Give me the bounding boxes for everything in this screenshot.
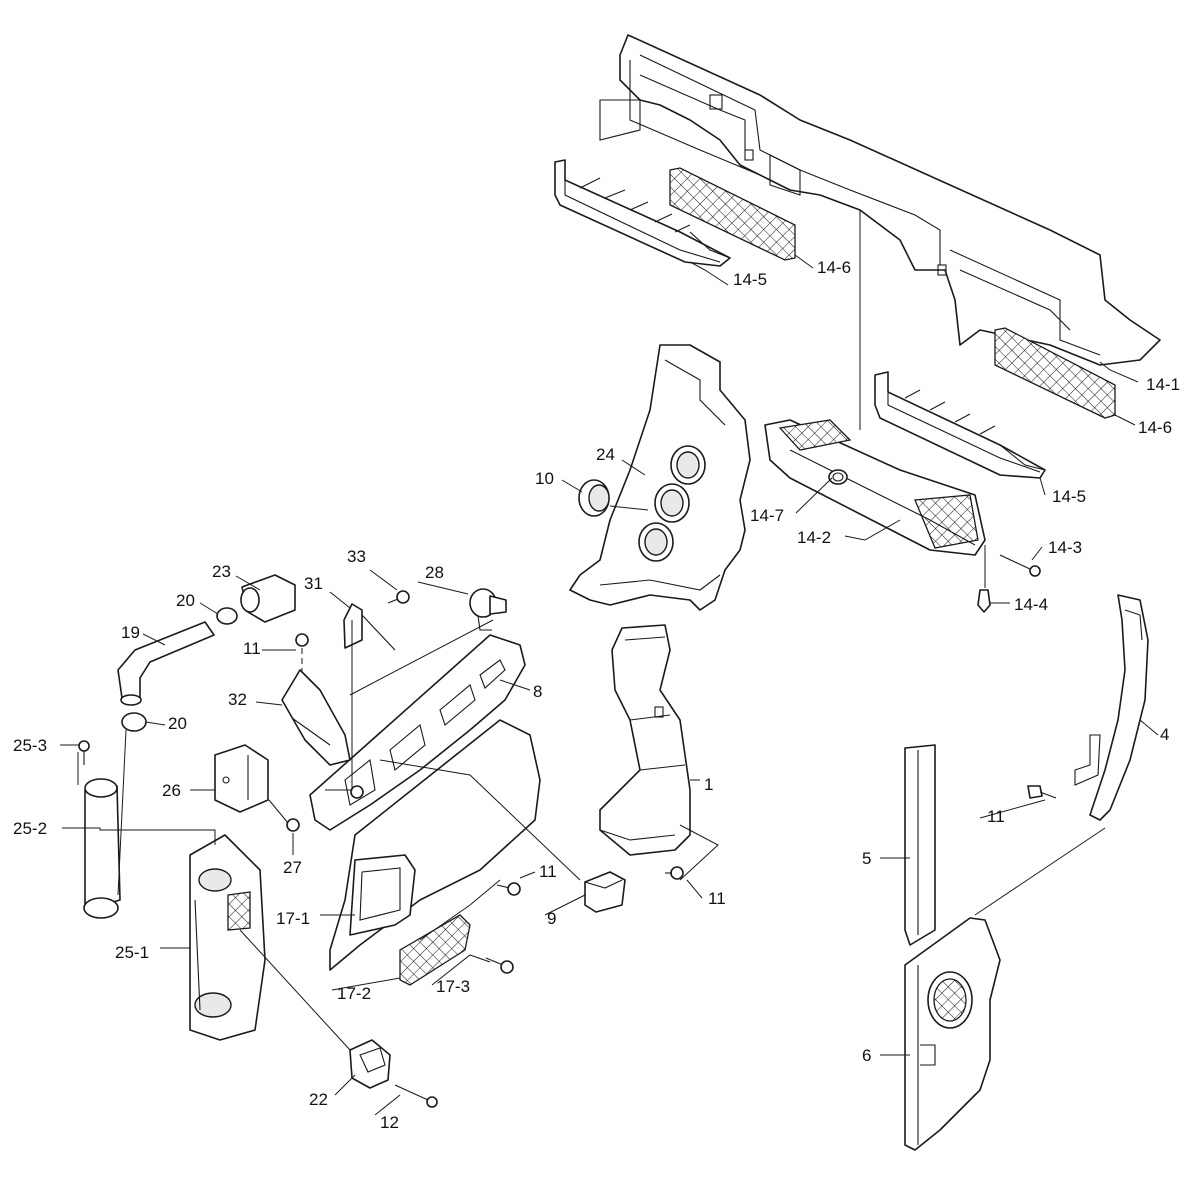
callout-label: 1 <box>704 775 713 794</box>
part-27-screw <box>286 818 300 832</box>
callout-label: 31 <box>304 574 323 593</box>
part-26-bracket <box>214 744 269 813</box>
part-17-3-screw <box>485 957 514 974</box>
part-8-side-trim <box>309 634 526 831</box>
callout-label: 14-4 <box>1014 595 1048 614</box>
leader-lines <box>60 210 1159 1116</box>
part-33-screw <box>387 590 410 604</box>
callout-label: 19 <box>121 623 140 642</box>
callout-label: 14-5 <box>733 270 767 289</box>
callout-label: 11 <box>539 862 557 881</box>
part-5-narrow-strip <box>904 744 936 946</box>
part-14-1-rear-duct <box>599 34 1161 366</box>
callout-label: 8 <box>533 682 542 701</box>
part-11-screw-duct <box>665 866 684 880</box>
callout-label: 4 <box>1160 725 1169 744</box>
part-14-4-clip <box>977 589 991 613</box>
callout-label: 11 <box>987 807 1005 826</box>
part-1-air-duct <box>599 624 691 856</box>
part-14-5-frame-lower <box>874 371 1046 479</box>
part-28-blower <box>469 588 507 631</box>
callout-label: 22 <box>309 1090 328 1109</box>
part-4-trim-strip <box>1074 594 1149 821</box>
part-12-screw <box>394 1084 438 1108</box>
part-24-pillar-panel <box>569 344 751 611</box>
callout-label: 14-6 <box>817 258 851 277</box>
callout-label: 33 <box>347 547 366 566</box>
part-25-3-screw <box>78 740 90 765</box>
callout-label: 27 <box>283 858 302 877</box>
part-25-2-pipe <box>83 778 121 919</box>
callout-label: 11 <box>243 639 261 658</box>
callout-label: 11 <box>708 889 726 908</box>
callout-label: 20 <box>168 714 187 733</box>
callout-label: 25-2 <box>13 819 47 838</box>
part-20-clamp-upper <box>216 607 238 625</box>
part-17-2-mesh-panel <box>399 914 471 986</box>
part-22-bracket <box>349 1039 391 1089</box>
callout-label: 17-2 <box>337 984 371 1003</box>
callout-label: 6 <box>862 1046 871 1065</box>
part-11-screw-center <box>496 882 521 896</box>
callout-label: 23 <box>212 562 231 581</box>
part-6-quarter-panel <box>904 917 1001 1151</box>
part-17-1-lower-trim <box>329 719 541 971</box>
callout-label: 32 <box>228 690 247 709</box>
callout-label: 28 <box>425 563 444 582</box>
callout-label: 24 <box>596 445 615 464</box>
callout-label: 17-1 <box>276 909 310 928</box>
callout-label: 5 <box>862 849 871 868</box>
callout-label: 17-3 <box>436 977 470 996</box>
callout-label: 14-3 <box>1048 538 1082 557</box>
callout-label: 25-3 <box>13 736 47 755</box>
part-14-2-tray <box>764 419 986 556</box>
part-23-adapter <box>240 574 296 623</box>
callout-label: 14-2 <box>797 528 831 547</box>
part-31-bracket <box>343 603 396 651</box>
callout-label: 10 <box>535 469 554 488</box>
part-14-3-screw <box>999 554 1041 577</box>
callout-label: 12 <box>380 1113 399 1132</box>
callout-label: 14-5 <box>1052 487 1086 506</box>
part-11-bolt-right <box>1027 785 1057 799</box>
part-14-6-mesh-upper <box>669 167 796 261</box>
part-9-cap <box>584 871 626 913</box>
callout-label: 14-7 <box>750 506 784 525</box>
part-10-round-vent <box>578 479 610 517</box>
callout-label: 26 <box>162 781 181 800</box>
callout-label: 9 <box>547 909 556 928</box>
callout-label: 25-1 <box>115 943 149 962</box>
part-32-cover <box>281 669 351 766</box>
callout-labels: 1 4 5 6 8 9 10 11 11 11 11 12 14-1 14-2 14-3 14-4 14-5 14… <box>13 258 1180 1132</box>
callout-label: 14-6 <box>1138 418 1172 437</box>
part-25-1-housing <box>189 834 266 1041</box>
callout-label: 20 <box>176 591 195 610</box>
part-19-hose <box>117 621 215 706</box>
callout-label: 14-1 <box>1146 375 1180 394</box>
part-14-5-frame-upper <box>554 159 731 267</box>
part-20-clamp-lower <box>121 712 147 732</box>
